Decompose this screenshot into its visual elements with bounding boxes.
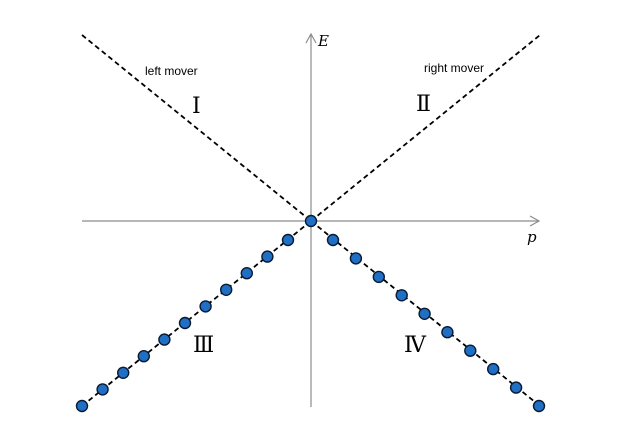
occupied-state-dot (281, 233, 295, 247)
region-label-III: Ⅲ (193, 333, 214, 358)
occupied-state-dot (137, 350, 151, 363)
left-mover-label: left mover (145, 64, 198, 78)
occupied-state-dot (96, 383, 109, 396)
e-axis-arrowhead (305, 32, 317, 44)
occupied-state-dot (261, 250, 274, 263)
occupied-state-dot (509, 381, 523, 394)
upper-right-branch-line (310, 34, 541, 222)
p-axis-arrowhead (529, 215, 541, 227)
occupied-state-dot (395, 289, 408, 302)
upper-left-branch-line (81, 34, 312, 222)
e-axis-label: E (317, 32, 329, 50)
region-label-II: Ⅱ (416, 92, 431, 117)
occupied-state-dot (199, 300, 212, 313)
occupied-state-dot (219, 283, 233, 296)
occupied-state-dot (418, 307, 431, 320)
region-label-IV: Ⅳ (404, 333, 427, 358)
occupied-state-dot (464, 344, 477, 357)
occupied-state-dot (326, 233, 340, 247)
occupied-state-dot (240, 267, 254, 280)
origin-state-dot (304, 214, 318, 228)
right-mover-label: right mover (424, 61, 484, 75)
occupied-state-dot (487, 362, 500, 376)
occupied-state-dot (178, 316, 192, 330)
occupied-state-dot (532, 399, 546, 413)
lower-left-branch-line (81, 220, 312, 407)
occupied-state-dot (349, 252, 363, 265)
p-axis-label: p (527, 228, 537, 246)
region-label-I: Ⅰ (192, 94, 201, 119)
occupied-state-dot (75, 399, 89, 413)
occupied-state-dot (116, 366, 130, 379)
occupied-states-group (75, 214, 546, 413)
occupied-state-dot (441, 326, 454, 339)
occupied-state-dot (158, 333, 171, 346)
occupied-state-dot (372, 270, 385, 284)
